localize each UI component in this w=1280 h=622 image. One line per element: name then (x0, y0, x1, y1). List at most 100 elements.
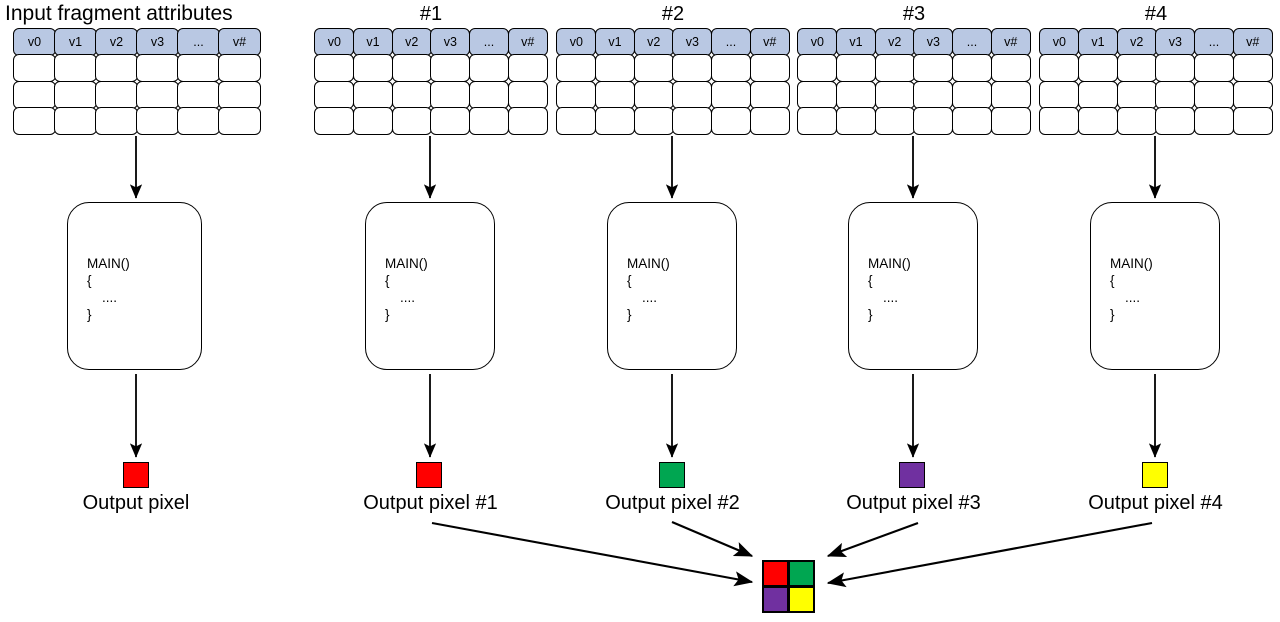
shader-box-4: MAIN() { .... } (1090, 202, 1220, 370)
column-title-2: #2 (661, 3, 685, 25)
column-title-3: #3 (902, 3, 926, 25)
table-2-cell-r2-c3 (672, 106, 713, 135)
table-1-cell-r1-c4 (468, 80, 510, 109)
table-2-header-cell-3: v3 (672, 28, 713, 57)
shader-box-2: MAIN() { .... } (607, 202, 737, 370)
table-4-header-cell-5: v# (1232, 28, 1273, 57)
table-4-cell-r0-c2 (1116, 54, 1157, 83)
table-4-cell-r0-c4 (1193, 54, 1235, 83)
table-3-cell-r0-c2 (874, 54, 915, 83)
column-title-4: #4 (1144, 3, 1168, 25)
table-1-cell-r0-c1 (352, 54, 394, 83)
table-3-header-cell-3: v3 (913, 28, 954, 57)
table-2-header-cell-2: v2 (633, 28, 674, 57)
table-2-cell-r1-c4 (710, 80, 752, 109)
table-3-cell-r1-c1 (835, 80, 877, 109)
table-2-cell-r2-c1 (594, 106, 636, 135)
left-table-cell-r1-c0 (13, 80, 56, 109)
merged-pixel-quad (762, 560, 815, 613)
table-4-cell-r2-c5 (1232, 106, 1273, 135)
left-table-cell-r1-c4 (177, 80, 220, 109)
left-table-cell-r2-c1 (54, 106, 97, 135)
output-pixel-label-4: Output pixel #4 (1088, 492, 1223, 514)
left-table-cell-r1-c3 (136, 80, 179, 109)
arrow-merge-from-2 (671, 521, 754, 557)
table-3-cell-r2-c5 (990, 106, 1031, 135)
table-1-cell-r1-c1 (352, 80, 394, 109)
table-2-cell-r1-c3 (672, 80, 713, 109)
table-3-cell-r2-c4 (951, 106, 993, 135)
table-1-header-cell-5: v# (507, 28, 548, 57)
left-table-cell-r0-c0 (13, 54, 56, 83)
table-2-cell-r0-c0 (556, 54, 597, 83)
output-pixel-label-2: Output pixel #2 (605, 492, 740, 514)
table-2-header-cell-0: v0 (556, 28, 597, 57)
table-3-cell-r1-c5 (990, 80, 1031, 109)
table-4-header-cell-3: v3 (1155, 28, 1196, 57)
table-1-header-cell-0: v0 (314, 28, 355, 57)
left-table-cell-r2-c3 (136, 106, 179, 135)
table-4-cell-r1-c2 (1116, 80, 1157, 109)
output-pixel-swatch-2 (659, 462, 685, 488)
table-4-header-cell-2: v2 (1116, 28, 1157, 57)
table-3-header-cell-4: ... (951, 28, 993, 57)
table-2-cell-r0-c5 (749, 54, 790, 83)
table-3-cell-r0-c1 (835, 54, 877, 83)
table-1-cell-r2-c2 (391, 106, 432, 135)
table-3-cell-r2-c0 (797, 106, 838, 135)
table-4-cell-r0-c0 (1039, 54, 1080, 83)
table-3-header-cell-0: v0 (797, 28, 838, 57)
table-2-cell-r2-c2 (633, 106, 674, 135)
table-1-header-cell-2: v2 (391, 28, 432, 57)
table-3-cell-r0-c5 (990, 54, 1031, 83)
table-3-cell-r0-c3 (913, 54, 954, 83)
left-table-cell-r2-c5 (218, 106, 261, 135)
table-1-cell-r1-c3 (430, 80, 471, 109)
table-2-cell-r0-c1 (594, 54, 636, 83)
left-table-header-cell-5: v# (218, 28, 261, 57)
left-table-cell-r2-c0 (13, 106, 56, 135)
table-3-cell-r2-c3 (913, 106, 954, 135)
table-4-cell-r2-c2 (1116, 106, 1157, 135)
table-3-cell-r0-c0 (797, 54, 838, 83)
left-table-cell-r1-c5 (218, 80, 261, 109)
left-table-header-cell-4: ... (177, 28, 220, 57)
shader-code-3: MAIN() { .... } (868, 256, 911, 322)
left-table-header-cell-0: v0 (13, 28, 56, 57)
left-output-pixel-swatch (123, 462, 149, 488)
table-1-cell-r2-c0 (314, 106, 355, 135)
output-pixel-swatch-3 (899, 462, 925, 488)
table-3-cell-r1-c4 (951, 80, 993, 109)
table-3-cell-r2-c2 (874, 106, 915, 135)
table-4-cell-r1-c5 (1232, 80, 1273, 109)
left-table-header-cell-1: v1 (54, 28, 97, 57)
table-4-cell-r2-c0 (1039, 106, 1080, 135)
table-1-cell-r1-c5 (507, 80, 548, 109)
table-2-cell-r1-c0 (556, 80, 597, 109)
left-section-title: Input fragment attributes (5, 2, 233, 25)
shader-code-4: MAIN() { .... } (1110, 256, 1153, 322)
table-1-cell-r1-c2 (391, 80, 432, 109)
left-table-header-cell-2: v2 (95, 28, 138, 57)
table-4-cell-r0-c5 (1232, 54, 1273, 83)
table-4-cell-r2-c4 (1193, 106, 1235, 135)
left-table-cell-r0-c3 (136, 54, 179, 83)
shader-box-3: MAIN() { .... } (848, 202, 978, 370)
merged-pixel-bottom-left (764, 587, 788, 611)
merged-pixel-top-left (764, 562, 788, 586)
output-pixel-label-3: Output pixel #3 (846, 492, 981, 514)
table-4-cell-r0-c3 (1155, 54, 1196, 83)
left-table-cell-r0-c1 (54, 54, 97, 83)
table-4-cell-r1-c1 (1077, 80, 1119, 109)
table-4-header-cell-1: v1 (1077, 28, 1119, 57)
table-3-cell-r1-c2 (874, 80, 915, 109)
arrow-merge-from-4 (826, 521, 1153, 588)
left-table-cell-r0-c4 (177, 54, 220, 83)
table-2-cell-r2-c5 (749, 106, 790, 135)
arrow-merge-from-1 (431, 521, 754, 587)
table-1-cell-r2-c4 (468, 106, 510, 135)
